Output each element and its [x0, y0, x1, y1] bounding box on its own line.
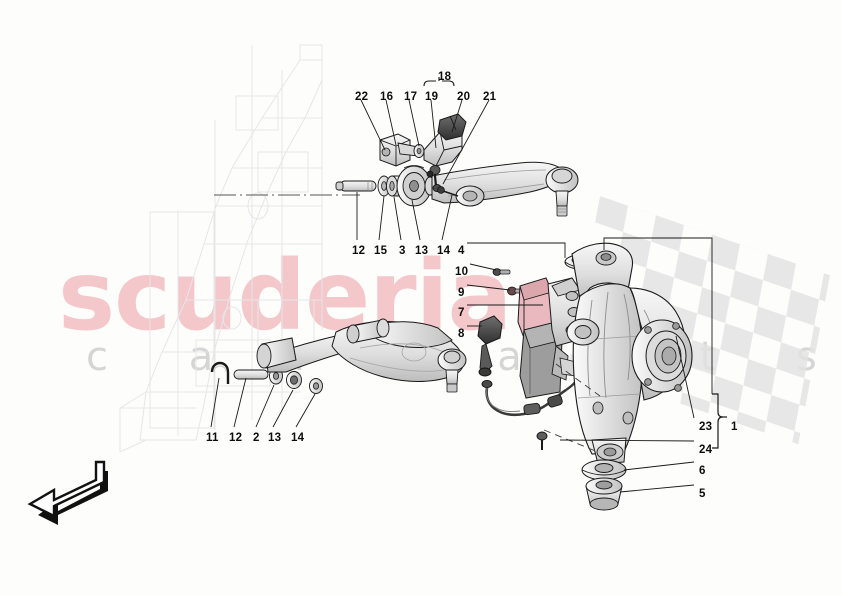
- part-24-bolt: [536, 431, 548, 450]
- callout-number-7: 7: [458, 307, 465, 319]
- callout-number-2: 2: [253, 432, 260, 444]
- callout-number-16: 16: [380, 91, 394, 103]
- callout-number-19: 19: [425, 91, 439, 103]
- callout-number-13: 13: [415, 245, 429, 257]
- callout-leader-lines: [210, 77, 727, 493]
- vehicle-front-direction-arrow: [27, 460, 108, 525]
- part-8-abs-wheel-speed-sensor: [477, 315, 584, 417]
- upper-control-arm: [431, 161, 579, 217]
- callout-number-14: 14: [291, 432, 305, 444]
- callout-number-8: 8: [458, 328, 465, 340]
- part-13-lower-bushing: [286, 371, 302, 389]
- callout-number-23: 23: [699, 421, 713, 433]
- part-12-lower-pivot-bolt: [233, 369, 269, 380]
- part-12-upper-pivot-bolt: [335, 180, 377, 192]
- part-22-bracket-left: [379, 133, 411, 167]
- callout-number-12: 12: [352, 245, 366, 257]
- assembly-alignment-lines: [543, 363, 601, 453]
- callout-number-1: 1: [731, 421, 738, 433]
- ghost-chassis-outline: [119, 44, 323, 453]
- callout-number-15: 15: [374, 245, 388, 257]
- callout-number-17: 17: [404, 91, 418, 103]
- callout-number-13: 13: [268, 432, 282, 444]
- callout-number-18: 18: [438, 71, 452, 83]
- callout-number-21: 21: [483, 91, 497, 103]
- callout-number-14: 14: [437, 245, 451, 257]
- callout-number-11: 11: [206, 432, 219, 444]
- callout-number-20: 20: [457, 91, 471, 103]
- part-10-bolt: [492, 268, 511, 276]
- callout-number-5: 5: [699, 488, 706, 500]
- lower-control-arm: [256, 318, 467, 393]
- part-14-lower-washer: [309, 378, 323, 394]
- part-1-steering-knuckle: [566, 242, 693, 465]
- callout-number-12: 12: [229, 432, 243, 444]
- part-17-bolt: [413, 144, 425, 158]
- callout-number-4: 4: [458, 245, 465, 257]
- part-6-washer: [581, 459, 627, 481]
- part-11-spring-clip: [210, 361, 230, 384]
- callout-number-9: 9: [458, 287, 465, 299]
- callout-number-22: 22: [355, 91, 369, 103]
- callout-number-6: 6: [699, 465, 706, 477]
- part-5-bushing-cap: [585, 477, 623, 511]
- part-21-sensor-link: [437, 186, 459, 197]
- callout-number-24: 24: [699, 444, 713, 456]
- callout-number-3: 3: [399, 245, 406, 257]
- upper-arm-inner-pivot: [396, 165, 432, 207]
- callout-number-10: 10: [455, 266, 469, 278]
- part-group-18-level-sensor: [423, 113, 467, 193]
